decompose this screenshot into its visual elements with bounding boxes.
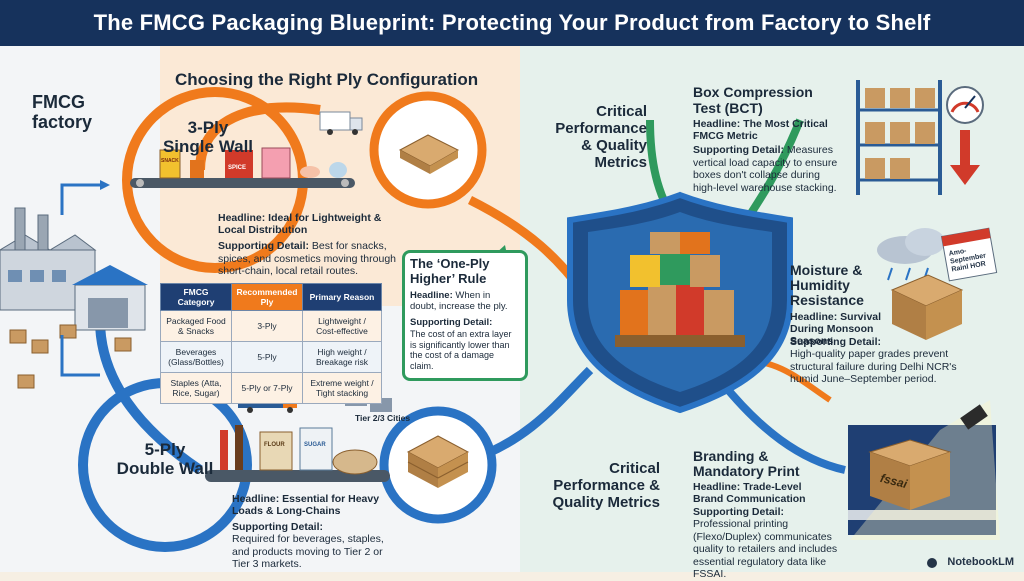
snack-pack-text: SNACK [161, 158, 179, 164]
warehouse-rack-icon [856, 80, 942, 195]
one-ply-headline-text: When in doubt, increase the ply. [410, 290, 508, 312]
page-title: The FMCG Packaging Blueprint: Protecting… [93, 10, 931, 35]
five-ply-detail-label: Supporting Detail: [232, 521, 323, 533]
table-header: Recommended Ply [231, 283, 303, 311]
rain-cloud-icon [877, 228, 945, 281]
three-ply-detail-text: Best for snacks, spices, and cosmetics m… [218, 240, 397, 277]
table-cell: 5-Ply [231, 341, 303, 373]
factory-arrow-up [60, 183, 100, 215]
table-header: Primary Reason [302, 283, 382, 311]
branded-box-icon [868, 439, 952, 510]
three-ply-detail-label: Supporting Detail: [218, 240, 309, 252]
bct-detail-label: Supporting Detail: [693, 144, 784, 156]
moisture-detail-label: Supporting Detail: [790, 336, 881, 348]
table-cell: Packaged Food & Snacks [160, 310, 232, 342]
branding-detail: Professional printing (Flexo/Duplex) com… [693, 518, 838, 580]
table-cell: Beverages (Glass/Bottles) [160, 341, 232, 373]
table-row: Staples (Atta, Rice, Sugar) 5-Ply or 7-P… [160, 372, 382, 404]
factory-boxes [9, 324, 132, 389]
factory-arrow-down [60, 335, 100, 377]
table-row: Packaged Food & Snacks 3-Ply Lightweight… [160, 310, 382, 342]
conveyor-bottom-icon [205, 425, 390, 482]
bct-headline: Headline: The Most Critical FMCG Metric [693, 118, 828, 142]
bct-detail-text: Measures vertical load capacity to ensur… [693, 144, 838, 194]
bct-title: Box Compression Test (BCT) [693, 84, 813, 116]
tier-label: Tier 2/3 Cities [355, 413, 411, 423]
branding-title: Branding & Mandatory Print [693, 448, 800, 479]
one-ply-headline: Headline: When in doubt, increase the pl… [410, 290, 518, 312]
one-ply-detail-label: Supporting Detail: [410, 317, 493, 328]
blue-flow-arc [95, 319, 203, 475]
credit-label: NotebookLM [947, 556, 1014, 568]
blue-connector-right [716, 377, 846, 474]
sugar-bag-text: SUGAR [304, 442, 326, 448]
table-cell: 3-Ply [231, 310, 303, 342]
moisture-box-icon [890, 274, 964, 340]
factory-label: FMCG factory [32, 92, 93, 132]
five-ply-detail: Required for beverages, staples, and pro… [232, 533, 384, 570]
table-row: Beverages (Glass/Bottles) 5-Ply High wei… [160, 341, 382, 373]
calendar-icon [940, 227, 998, 282]
bct-detail: Supporting Detail: Measures vertical loa… [693, 144, 843, 194]
category-table-grid: FMCG Category Recommended Ply Primary Re… [160, 283, 382, 404]
factory-icon [0, 207, 148, 331]
table-cell: Staples (Atta, Rice, Sugar) [160, 372, 232, 404]
branding-headline: Headline: Trade-Level Brand Communicatio… [693, 481, 806, 505]
table-cell: High weight / Breakage risk [302, 341, 382, 373]
three-ply-headline: Headline: Ideal for Lightweight & Local … [218, 212, 382, 236]
three-ply-label: 3-Ply Single Wall [162, 118, 254, 156]
moisture-title: Moisture & Humidity Resistance [790, 262, 864, 308]
conveyor-icon [130, 147, 355, 188]
metrics-title-bottom: Critical Performance & Quality Metrics [552, 460, 660, 511]
flour-bag-text: FLOUR [264, 442, 285, 448]
five-ply-label: 5-Ply Double Wall [116, 440, 214, 478]
three-ply-detail: Supporting Detail: Best for snacks, spic… [218, 240, 408, 278]
moisture-detail: High-quality paper grades prevent struct… [790, 348, 957, 385]
one-ply-rule-card [402, 250, 528, 381]
one-ply-detail: The cost of an extra layer is significan… [410, 329, 512, 371]
table-header: FMCG Category [160, 283, 232, 311]
branding-detail-label: Supporting Detail: [693, 506, 784, 518]
moisture-headline: Headline: Survival During Monsoon Season… [790, 311, 882, 347]
metrics-title-top: Critical Performance & Quality Metrics [555, 103, 647, 171]
table-cell: Lightweight / Cost-effective [302, 310, 382, 342]
category-table: FMCG Category Recommended Ply Primary Re… [160, 283, 382, 404]
corrugated-stack-icon [398, 134, 460, 174]
corrugated-stack-5ply-icon [406, 435, 470, 488]
truck-icon [319, 111, 363, 135]
table-cell: 5-Ply or 7-Ply [231, 372, 303, 404]
credit-logo-icon [927, 558, 937, 568]
down-arrow-icon [950, 130, 980, 185]
table-cell: Extreme weight / Tight stacking [302, 372, 382, 404]
pallet-boxes-icon [615, 232, 745, 347]
one-ply-title: The ‘One-Ply Higher’ Rule [410, 256, 490, 286]
gauge-icon [946, 86, 984, 124]
ply-section-title: Choosing the Right Ply Configuration [175, 70, 479, 89]
five-ply-headline: Headline: Essential for Heavy Loads & Lo… [232, 493, 380, 517]
title-bar [0, 0, 1024, 46]
spice-pack-text: SPICE [228, 165, 247, 171]
orange-flow-arc [195, 102, 321, 171]
one-ply-headline-label: Headline: [410, 290, 453, 301]
